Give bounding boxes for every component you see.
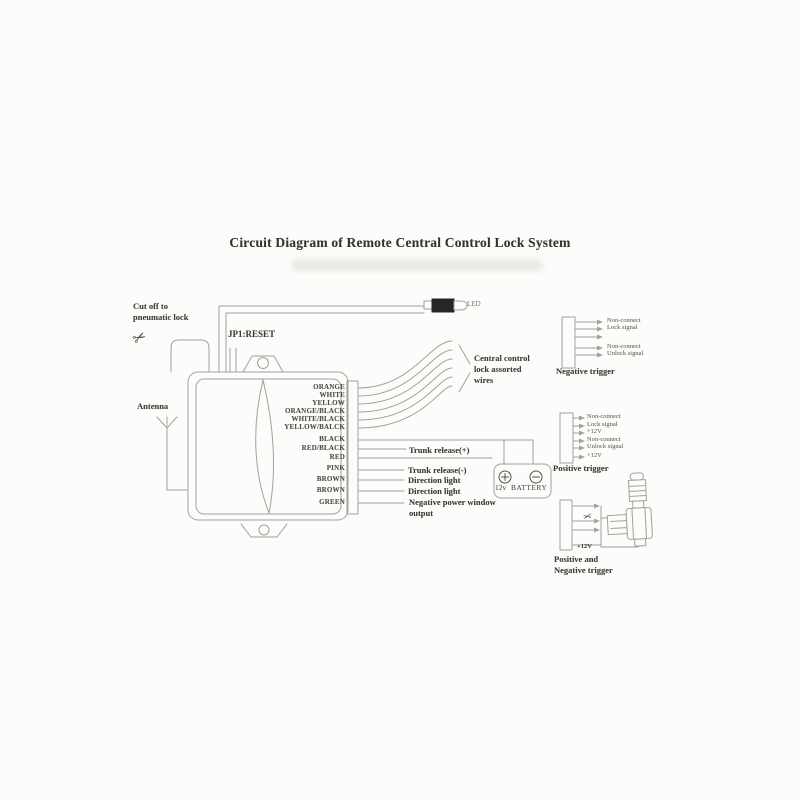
battery-label: BATTERY [511, 483, 548, 492]
reset-loop-wire [170, 339, 210, 373]
central-lock-label-line2: lock assorted [474, 364, 522, 374]
cut-off-note-line2: pneumatic lock [133, 312, 189, 322]
antenna-symbol [156, 416, 189, 491]
pos-neg-trigger-connector [559, 499, 639, 551]
positive-trigger-label: Positive trigger [553, 463, 609, 473]
output-wires [357, 439, 534, 504]
pos-pin-unlock-signal: Unlock signal [587, 443, 624, 450]
central-lock-label-line3: wires [474, 375, 494, 385]
led-label: LED [467, 300, 481, 308]
pos-pin-12v-1: +12V [587, 428, 602, 435]
pos-neg-supply-label: +12V [577, 543, 592, 550]
central-lock-label-line1: Central control [474, 353, 530, 363]
led-circuit-wires [218, 305, 425, 373]
trunk-release-plus-label: Trunk release(+) [409, 445, 470, 455]
neg-pin-non-connect-2: Non-connect [607, 343, 641, 350]
pos-pin-non-connect-2: Non-connect [587, 436, 621, 443]
pos-neg-trigger-label-line1: Positive and [554, 554, 599, 564]
wire-label-green: GREEN [319, 498, 345, 506]
trunk-release-minus-label: Trunk release(-) [408, 465, 467, 475]
wire-label-brown-2: BROWN [316, 486, 345, 494]
wire-label-white-black: WHITE/BLACK [291, 415, 345, 423]
door-lock-actuator [606, 472, 653, 547]
pos-neg-trigger-arrowheads [594, 503, 600, 533]
cut-off-note-line1: Cut off to [133, 301, 168, 311]
wire-label-red: RED [329, 453, 345, 461]
wire-label-white: WHITE [319, 391, 345, 399]
jp1-jumper-pins [229, 347, 237, 373]
central-lock-wire-bundle [357, 340, 471, 429]
antenna-label: Antenna [137, 401, 169, 411]
battery-voltage: 12v [495, 483, 507, 492]
page-title: Circuit Diagram of Remote Central Contro… [229, 235, 571, 250]
wire-label-black: BLACK [319, 435, 345, 443]
jp1-reset-label: JP1:RESET [228, 329, 276, 339]
negative-trigger-arrowheads [597, 319, 603, 358]
negative-trigger-connector [561, 316, 603, 369]
pos-pin-12v-2: +12V [587, 452, 602, 459]
power-window-label-line2: output [409, 508, 434, 518]
wire-label-brown-1: BROWN [316, 475, 345, 483]
neg-pin-lock-signal: Lock signal [607, 324, 638, 331]
pos-pin-non-connect-1: Non-connect [587, 413, 621, 420]
pos-pin-lock-signal: Lock signal [587, 421, 618, 428]
cut-point-icon: ✂ [582, 511, 593, 524]
positive-trigger-arrowheads [579, 415, 585, 460]
wire-label-orange: ORANGE [313, 383, 345, 391]
direction-light-label-1: Direction light [408, 475, 461, 485]
wire-label-yellow-black: YELLOW/BALCK [284, 423, 345, 431]
battery-plus-terminal [498, 470, 512, 484]
wire-label-orange-black: ORANGE/BLACK [285, 407, 345, 415]
battery-symbol [493, 463, 552, 499]
neg-pin-unlock-signal: Unlock signal [607, 350, 644, 357]
direction-light-label-2: Direction light [408, 486, 461, 496]
negative-trigger-label: Negative trigger [556, 366, 615, 376]
led-component [423, 298, 468, 313]
wire-label-pink: PINK [326, 464, 345, 472]
wire-label-red-black: RED/BLACK [301, 444, 345, 452]
scan-watermark-smudge [292, 259, 542, 271]
wire-label-yellow: YELLOW [312, 399, 345, 407]
pos-neg-trigger-label-line2: Negative trigger [554, 565, 613, 575]
power-window-label-line1: Negative power window [409, 497, 496, 507]
battery-minus-terminal [529, 470, 543, 484]
neg-pin-non-connect-1: Non-connect [607, 317, 641, 324]
control-unit-box [187, 355, 359, 538]
positive-trigger-connector [559, 412, 585, 464]
